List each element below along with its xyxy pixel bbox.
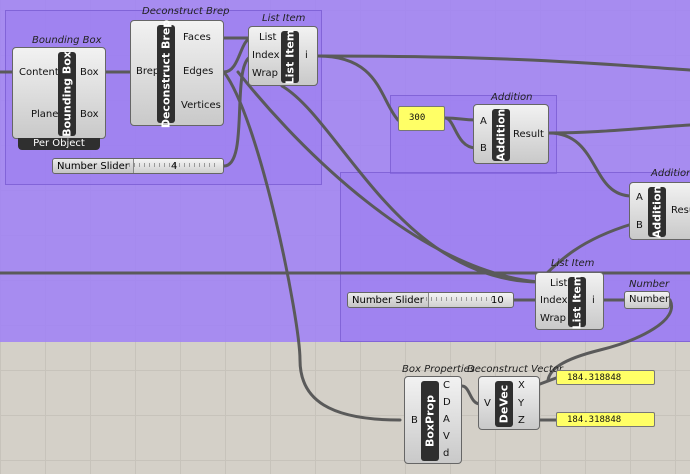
list-item-1-title: List Item bbox=[262, 13, 306, 24]
list-item-2-input-wrap[interactable]: Wrap bbox=[540, 313, 567, 324]
list-item-2-input-index[interactable]: Index bbox=[540, 295, 568, 306]
bounding-box-input-content[interactable]: Content bbox=[19, 67, 59, 78]
list-item-2-name-bar: List Item bbox=[568, 274, 586, 330]
wire-slider-to-index bbox=[222, 54, 254, 168]
deconstruct-brep-output-vertices[interactable]: Vertices bbox=[181, 100, 221, 111]
number-slider-2-label: Number Slider bbox=[348, 293, 429, 307]
number-title: Number bbox=[629, 279, 670, 290]
wire-result-long bbox=[547, 123, 690, 135]
addition-1-output-result[interactable]: Result bbox=[513, 129, 544, 140]
box-properties-component[interactable]: B BoxProp C D A V d bbox=[404, 376, 462, 464]
deconstruct-vector-input-v[interactable]: V bbox=[484, 398, 491, 409]
number-name: Number bbox=[629, 294, 670, 305]
box-properties-output-c[interactable]: C bbox=[443, 380, 450, 391]
bounding-box-input-plane[interactable]: Plane bbox=[31, 109, 59, 120]
list-item-2-title: List Item bbox=[551, 258, 595, 269]
deconstruct-brep-title: Deconstruct Brep bbox=[142, 6, 230, 17]
deconstruct-brep-output-faces[interactable]: Faces bbox=[183, 32, 211, 43]
deconstruct-vector-output-y[interactable]: Y bbox=[518, 398, 525, 409]
deconstruct-brep-output-edges[interactable]: Edges bbox=[183, 66, 214, 77]
box-properties-name: BoxProp bbox=[423, 395, 437, 447]
bounding-box-output-box-2[interactable]: Box bbox=[80, 109, 99, 120]
number-slider-1-track[interactable] bbox=[125, 159, 217, 173]
number-slider-1-label: Number Slider bbox=[53, 159, 134, 173]
bounding-box-name-bar: Bounding Box bbox=[58, 51, 76, 137]
addition-2-input-a[interactable]: A bbox=[636, 192, 643, 203]
addition-1-input-b[interactable]: B bbox=[480, 143, 487, 154]
list-item-1-name-bar: List Item bbox=[281, 29, 299, 85]
deconstruct-brep-input-brep[interactable]: Brep bbox=[136, 66, 160, 77]
deconstruct-brep-component[interactable]: Brep Deconstruct Brep Faces Edges Vertic… bbox=[130, 20, 224, 128]
list-item-1-output-i[interactable]: i bbox=[305, 50, 308, 61]
list-item-1-input-index[interactable]: Index bbox=[252, 50, 280, 61]
addition-2-component[interactable]: A B Addition Resu bbox=[629, 182, 690, 240]
list-item-2-output-i[interactable]: i bbox=[592, 295, 595, 306]
box-properties-output-a[interactable]: A bbox=[443, 414, 450, 425]
panel-x-value[interactable]: 184.318848 bbox=[556, 370, 655, 385]
wire-edges-to-boxprop bbox=[222, 70, 402, 422]
group-background-top bbox=[0, 0, 690, 172]
deconstruct-vector-component[interactable]: V DeVec X Y Z bbox=[478, 376, 540, 430]
bounding-box-title: Bounding Box bbox=[32, 35, 102, 46]
wire-to-list2-list bbox=[236, 70, 540, 284]
deconstruct-vector-name: DeVec bbox=[497, 384, 511, 424]
deconstruct-brep-name: Deconstruct Brep bbox=[159, 19, 173, 129]
box-properties-title: Box Properties bbox=[402, 364, 476, 375]
box-properties-output-d-small[interactable]: d bbox=[443, 448, 450, 459]
list-item-2-input-list[interactable]: List bbox=[550, 278, 568, 289]
deconstruct-brep-name-bar: Deconstruct Brep bbox=[157, 20, 175, 128]
wire-result-to-addition2 bbox=[547, 131, 634, 198]
per-object-badge: Per Object bbox=[18, 138, 100, 150]
deconstruct-vector-output-x[interactable]: X bbox=[518, 380, 525, 391]
number-slider-2-track[interactable] bbox=[422, 293, 492, 307]
box-properties-output-d[interactable]: D bbox=[443, 397, 451, 408]
addition-2-name-bar: Addition bbox=[648, 185, 666, 239]
list-item-2-name: List Item bbox=[570, 274, 584, 330]
number-slider-1[interactable]: Number Slider 4 bbox=[52, 158, 224, 174]
number-component[interactable]: Number bbox=[624, 291, 670, 309]
bounding-box-name: Bounding Box bbox=[60, 51, 74, 137]
number-slider-1-value[interactable]: 4 bbox=[171, 161, 178, 172]
deconstruct-vector-title: Deconstruct Vector bbox=[467, 364, 564, 375]
wire-300-to-b bbox=[443, 116, 478, 150]
number-slider-2-value[interactable]: 10 bbox=[491, 295, 504, 306]
list-item-2-component[interactable]: List Index Wrap List Item i bbox=[535, 272, 604, 330]
addition-1-input-a[interactable]: A bbox=[480, 116, 487, 127]
list-item-1-input-list[interactable]: List bbox=[259, 32, 277, 43]
deconstruct-vector-output-z[interactable]: Z bbox=[518, 415, 525, 426]
addition-2-title: Addition bbox=[651, 168, 690, 179]
addition-1-name-bar: Addition bbox=[492, 109, 510, 161]
panel-z-value[interactable]: 184.318848 bbox=[556, 412, 655, 427]
wire-list-to-addition bbox=[316, 54, 400, 122]
deconstruct-vector-name-bar: DeVec bbox=[495, 381, 513, 427]
list-item-1-name: List Item bbox=[283, 29, 297, 85]
box-properties-input-b[interactable]: B bbox=[411, 415, 418, 426]
wire-x-to-panel bbox=[538, 376, 558, 386]
panel-300[interactable]: 300 bbox=[398, 106, 445, 131]
box-properties-output-v[interactable]: V bbox=[443, 431, 450, 442]
number-slider-2[interactable]: Number Slider 10 bbox=[347, 292, 514, 308]
box-properties-name-bar: BoxProp bbox=[421, 381, 439, 461]
wire-number-to-devec bbox=[546, 298, 674, 382]
addition-1-title: Addition bbox=[491, 92, 533, 103]
addition-2-input-b[interactable]: B bbox=[636, 220, 643, 231]
addition-2-output-result[interactable]: Resu bbox=[671, 205, 690, 216]
bounding-box-component[interactable]: Content Plane Bounding Box Box Box bbox=[12, 47, 106, 139]
addition-2-name: Addition bbox=[650, 185, 664, 239]
addition-1-component[interactable]: A B Addition Result bbox=[473, 104, 549, 164]
list-item-1-input-wrap[interactable]: Wrap bbox=[252, 68, 279, 79]
bounding-box-output-box-1[interactable]: Box bbox=[80, 67, 99, 78]
wire-list-long bbox=[316, 54, 690, 72]
addition-1-name: Addition bbox=[494, 108, 508, 162]
list-item-1-component[interactable]: List Index Wrap List Item i bbox=[248, 26, 318, 86]
wire-boxprop-to-devec bbox=[460, 384, 482, 406]
